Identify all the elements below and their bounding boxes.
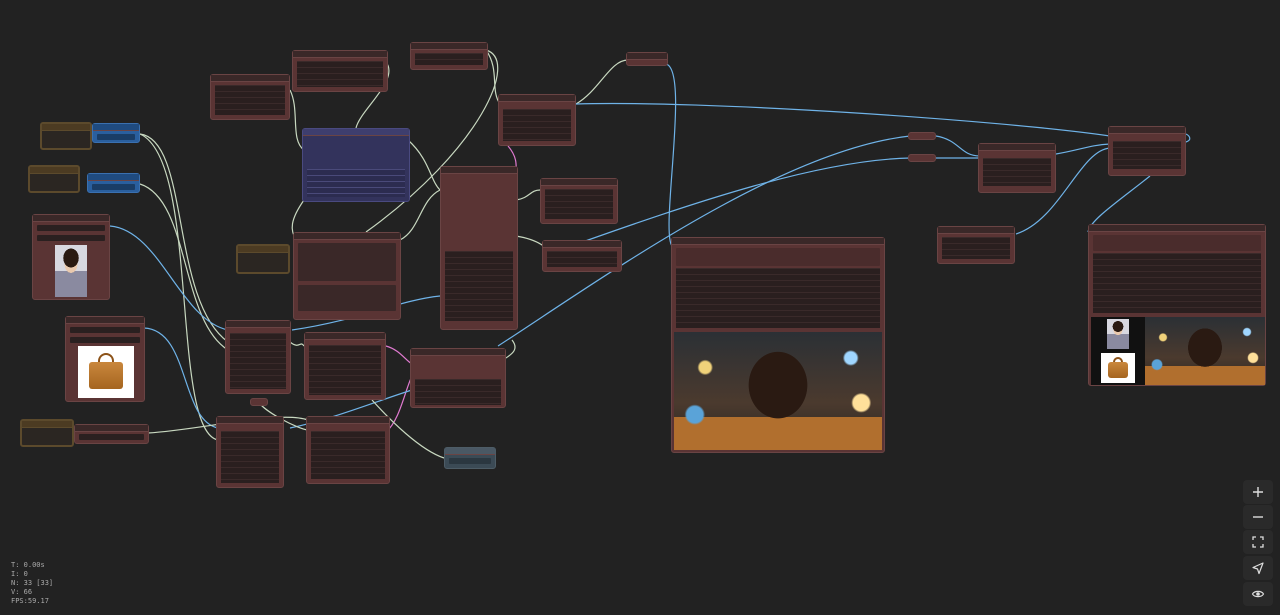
combine-node[interactable]: [978, 143, 1056, 193]
zoom-out-icon: [1253, 516, 1263, 518]
note-node[interactable]: [28, 165, 80, 193]
zoom-in-button[interactable]: [1243, 480, 1273, 504]
reroute-node[interactable]: [908, 132, 936, 140]
primitive-node[interactable]: [92, 123, 140, 143]
load-image-node[interactable]: [32, 214, 110, 300]
stat-iterations: I: 0: [11, 570, 28, 578]
stat-nodes: N: 33 [33]: [11, 579, 54, 587]
sampler-node[interactable]: [440, 166, 518, 330]
load-image-node[interactable]: [65, 316, 145, 402]
note-node[interactable]: [40, 122, 92, 150]
reroute-node[interactable]: [908, 154, 936, 162]
string-node[interactable]: [74, 424, 149, 444]
text-encode-node[interactable]: [293, 232, 401, 320]
preview-image: [55, 245, 87, 297]
stat-fps: FPS:59.17: [11, 597, 49, 605]
video-preview-node[interactable]: [671, 237, 885, 453]
toggle-visibility-button[interactable]: [1243, 582, 1273, 606]
image-compare-node[interactable]: [1088, 224, 1266, 386]
model-group-node[interactable]: [302, 128, 410, 202]
render-stats: T: 0.00s I: 0 N: 33 [33] V: 66 FPS:59.17: [11, 561, 53, 606]
processor-node[interactable]: [306, 416, 390, 484]
visibility-icon: [1251, 590, 1265, 598]
compare-image-right: [1145, 317, 1265, 385]
processor-node[interactable]: [410, 348, 506, 408]
preview-image: [78, 346, 134, 398]
setting-node[interactable]: [937, 226, 1015, 264]
preview-image: [674, 332, 882, 450]
locate-button[interactable]: [1243, 556, 1273, 580]
setting-node[interactable]: [542, 240, 622, 272]
reroute-node[interactable]: [626, 52, 668, 66]
locate-icon: [1252, 562, 1264, 575]
note-node[interactable]: [20, 419, 74, 447]
vae-decode-node[interactable]: [498, 94, 576, 146]
loader-node[interactable]: [410, 42, 488, 70]
stat-vertices: V: 66: [11, 588, 33, 596]
loader-node[interactable]: [292, 50, 388, 92]
zoom-in-icon: [1253, 487, 1263, 497]
output-node[interactable]: [444, 447, 496, 469]
reroute-node[interactable]: [250, 398, 268, 406]
note-node[interactable]: [236, 244, 290, 274]
fit-view-icon: [1252, 536, 1264, 548]
zoom-out-button[interactable]: [1243, 505, 1273, 529]
primitive-node[interactable]: [87, 173, 140, 193]
processor-node[interactable]: [216, 416, 284, 488]
fit-view-button[interactable]: [1243, 530, 1273, 554]
loader-node[interactable]: [210, 74, 290, 120]
processor-node[interactable]: [304, 332, 386, 400]
compare-image-left: [1091, 317, 1145, 385]
stat-time: T: 0.00s: [11, 561, 45, 569]
combine-node[interactable]: [1108, 126, 1186, 176]
processor-node[interactable]: [225, 320, 291, 394]
setting-node[interactable]: [540, 178, 618, 224]
